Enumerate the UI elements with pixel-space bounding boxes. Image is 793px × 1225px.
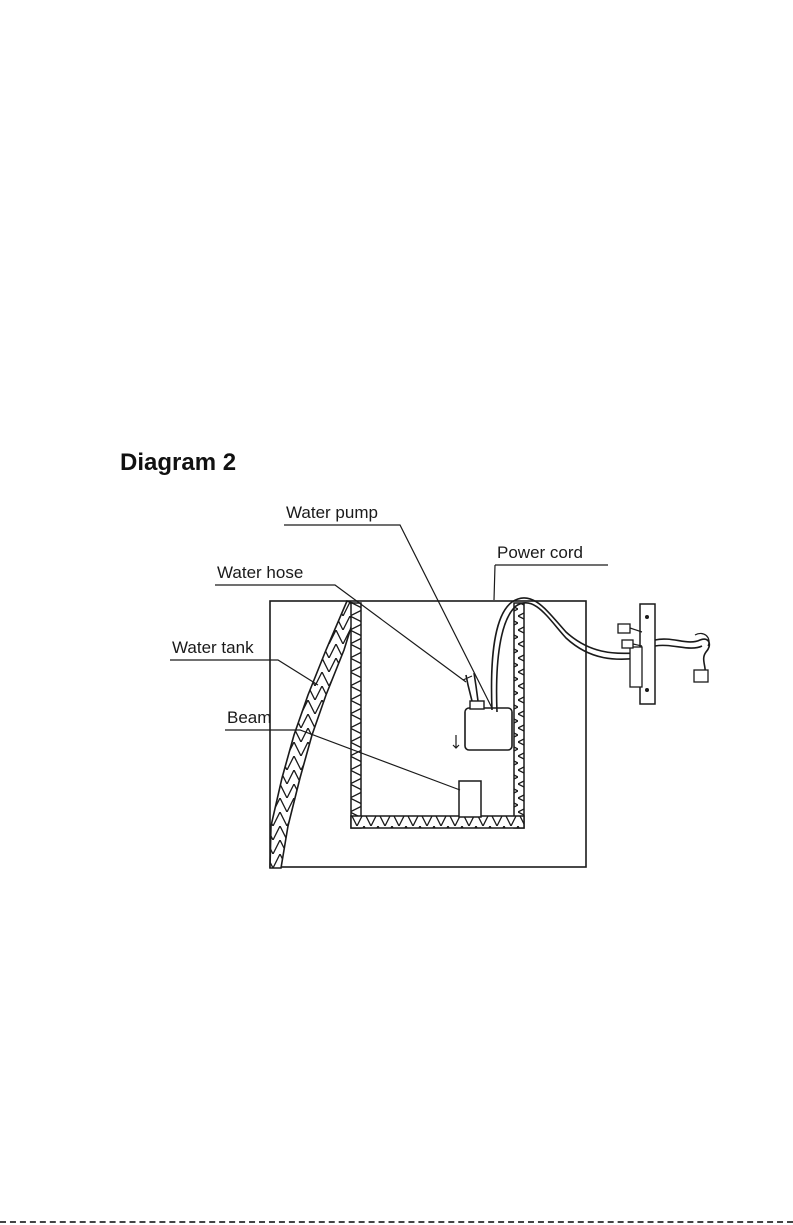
page-edge: [0, 1221, 793, 1225]
water-pump: [453, 701, 512, 750]
water-tank: [270, 601, 358, 868]
label-water-pump: Water pump: [286, 503, 378, 522]
label-power-cord: Power cord: [497, 543, 583, 562]
label-water-hose: Water hose: [217, 563, 303, 582]
outlet-bracket: [618, 604, 709, 704]
label-water-tank: Water tank: [172, 638, 254, 657]
water-hose: [463, 673, 478, 701]
beam: [459, 781, 481, 817]
label-beam: Beam: [227, 708, 271, 727]
